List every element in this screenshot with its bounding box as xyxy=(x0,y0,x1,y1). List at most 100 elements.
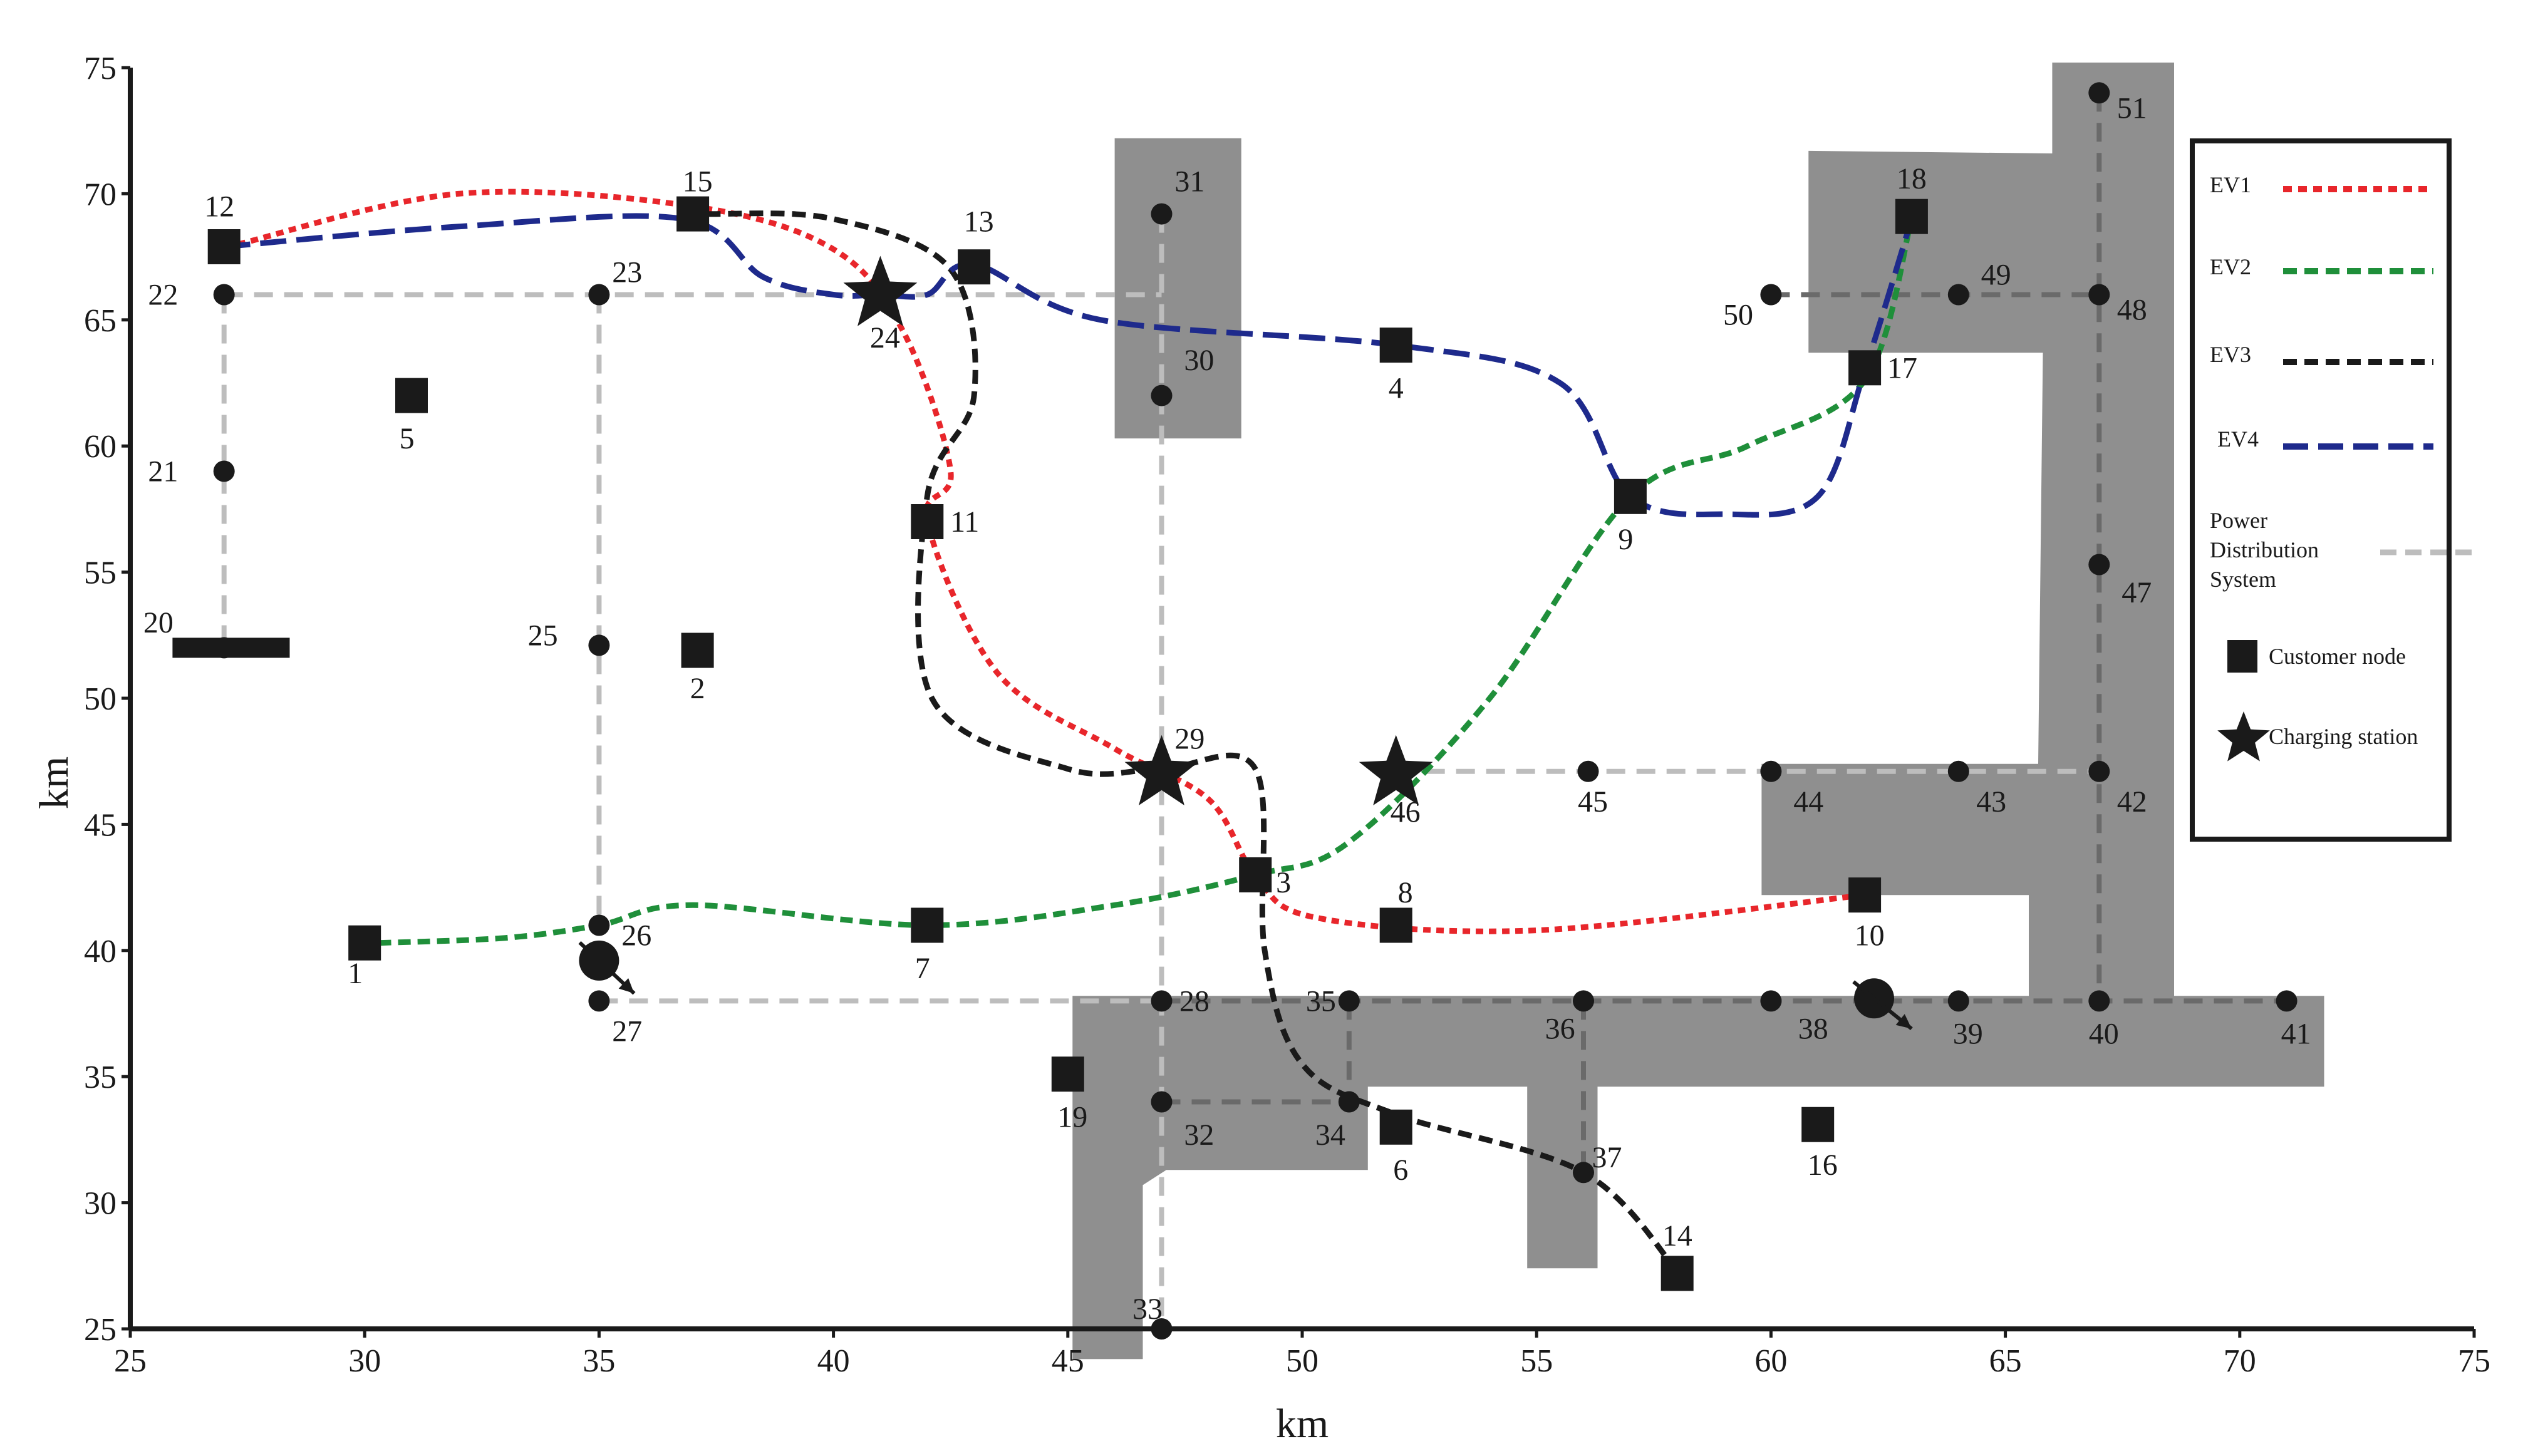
bus-node-25 xyxy=(588,634,610,656)
legend-label-ev2: EV2 xyxy=(2210,254,2251,279)
bus-node-label-20: 20 xyxy=(143,606,174,639)
y-tick-label-55: 55 xyxy=(84,555,117,591)
legend-box xyxy=(2190,138,2452,842)
customer-node-label-8: 8 xyxy=(1398,876,1413,909)
bus-node-label-27: 27 xyxy=(612,1015,642,1048)
bus-node-21 xyxy=(213,460,235,482)
bus-node-label-49: 49 xyxy=(1981,258,2011,291)
x-tick-label-30: 30 xyxy=(348,1343,381,1379)
bus-node-39 xyxy=(1947,990,1969,1012)
legend-label-charging: Charging station xyxy=(2269,724,2418,749)
legend-label-ev1: EV1 xyxy=(2210,172,2251,197)
bus-node-label-43: 43 xyxy=(1976,785,2006,818)
legend-label-power-2: Distribution xyxy=(2210,537,2319,562)
customer-node-label-11: 11 xyxy=(950,505,979,539)
legend-label-power-1: Power xyxy=(2210,508,2267,533)
bus-node-label-30: 30 xyxy=(1184,344,1214,377)
bus-node-label-45: 45 xyxy=(1578,785,1608,818)
customer-node-label-10: 10 xyxy=(1855,919,1885,953)
bus-node-label-42: 42 xyxy=(2117,785,2147,818)
y-tick-label-45: 45 xyxy=(84,807,117,843)
charging-station-label-29: 29 xyxy=(1174,722,1205,755)
bus-node-31 xyxy=(1151,203,1173,225)
x-tick-label-55: 55 xyxy=(1520,1343,1553,1379)
bus-node-22 xyxy=(213,284,235,306)
bus-node-48 xyxy=(2088,284,2110,306)
y-tick-label-70: 70 xyxy=(84,177,117,212)
bus-node-label-36: 36 xyxy=(1545,1013,1575,1046)
y-tick-label-25: 25 xyxy=(84,1312,117,1348)
y-tick-label-50: 50 xyxy=(84,681,117,717)
charging-station-46 xyxy=(1359,735,1433,805)
bus-node-label-35: 35 xyxy=(1306,984,1336,1018)
switch-arrow-head-2 xyxy=(1895,1014,1912,1029)
bus-node-36 xyxy=(1573,990,1594,1012)
customer-node-label-17: 17 xyxy=(1887,351,1917,385)
bus-node-42 xyxy=(2088,760,2110,782)
customer-node-label-14: 14 xyxy=(1662,1219,1692,1252)
customer-node-6 xyxy=(1379,1109,1412,1145)
bus-node-label-22: 22 xyxy=(148,279,178,312)
bus-node-label-37: 37 xyxy=(1592,1141,1622,1174)
customer-node-label-5: 5 xyxy=(400,422,415,455)
route-ev4 xyxy=(224,213,1915,518)
customer-node-label-19: 19 xyxy=(1057,1101,1087,1134)
legend-label-ev4: EV4 xyxy=(2217,426,2259,452)
bus-node-50 xyxy=(1760,284,1782,306)
bus-node-47 xyxy=(2088,554,2110,576)
customer-node-11 xyxy=(911,504,944,539)
charging-station-24 xyxy=(843,256,918,326)
charging-station-29 xyxy=(1124,735,1199,805)
legend: EV1 EV2 EV3 EV4 Power Distribution Syste… xyxy=(2190,138,2480,842)
bus-node-43 xyxy=(1947,760,1969,782)
bus-node-34 xyxy=(1338,1091,1360,1113)
x-tick-label-65: 65 xyxy=(1989,1343,2022,1379)
shaded-region-2 xyxy=(1072,62,2324,1360)
customer-node-16 xyxy=(1801,1107,1835,1142)
legend-label-ev3: EV3 xyxy=(2210,342,2251,367)
bus-node-40 xyxy=(2088,990,2110,1012)
y-tick-label-40: 40 xyxy=(84,934,117,969)
customer-node-label-4: 4 xyxy=(1389,372,1404,405)
bus-node-20 xyxy=(213,637,235,659)
y-tick-label-60: 60 xyxy=(84,429,117,465)
customer-node-8 xyxy=(1379,907,1412,943)
bus-node-label-31: 31 xyxy=(1174,165,1205,198)
x-axis-label: km xyxy=(1276,1401,1329,1447)
x-tick-label-50: 50 xyxy=(1286,1343,1318,1379)
bus-node-30 xyxy=(1151,385,1173,406)
customer-node-19 xyxy=(1051,1056,1084,1092)
x-tick-label-60: 60 xyxy=(1754,1343,1787,1379)
switch-arrow-head-1 xyxy=(618,978,635,994)
bus-node-27 xyxy=(588,990,610,1012)
bus-node-38 xyxy=(1760,990,1782,1012)
legend-label-customer: Customer node xyxy=(2269,644,2406,669)
customer-node-label-9: 9 xyxy=(1618,523,1633,556)
customer-node-3 xyxy=(1239,857,1272,892)
route-ev1 xyxy=(237,188,1865,934)
bus-node-28 xyxy=(1151,990,1173,1012)
legend-label-power-3: System xyxy=(2210,567,2276,592)
y-tick-label-65: 65 xyxy=(84,303,117,339)
bus-node-37 xyxy=(1573,1162,1594,1184)
bus-node-label-38: 38 xyxy=(1798,1013,1828,1046)
route-ev3 xyxy=(707,210,1680,1273)
customer-node-18 xyxy=(1895,199,1928,234)
customer-node-12 xyxy=(207,229,241,264)
bus-node-label-51: 51 xyxy=(2117,91,2147,125)
customer-node-label-6: 6 xyxy=(1393,1154,1408,1187)
shaded-regions xyxy=(1072,62,2324,1360)
charging-station-label-24: 24 xyxy=(870,321,900,354)
y-tick-label-30: 30 xyxy=(84,1186,117,1222)
customer-node-label-1: 1 xyxy=(348,957,363,990)
bus-node-label-25: 25 xyxy=(528,619,558,652)
customer-node-13 xyxy=(958,249,991,285)
customer-node-label-7: 7 xyxy=(915,952,930,985)
x-tick-label-25: 25 xyxy=(114,1343,147,1379)
customer-node-2 xyxy=(681,632,714,668)
customer-node-9 xyxy=(1614,478,1647,514)
customer-node-10 xyxy=(1848,877,1882,913)
customer-node-4 xyxy=(1379,328,1412,363)
